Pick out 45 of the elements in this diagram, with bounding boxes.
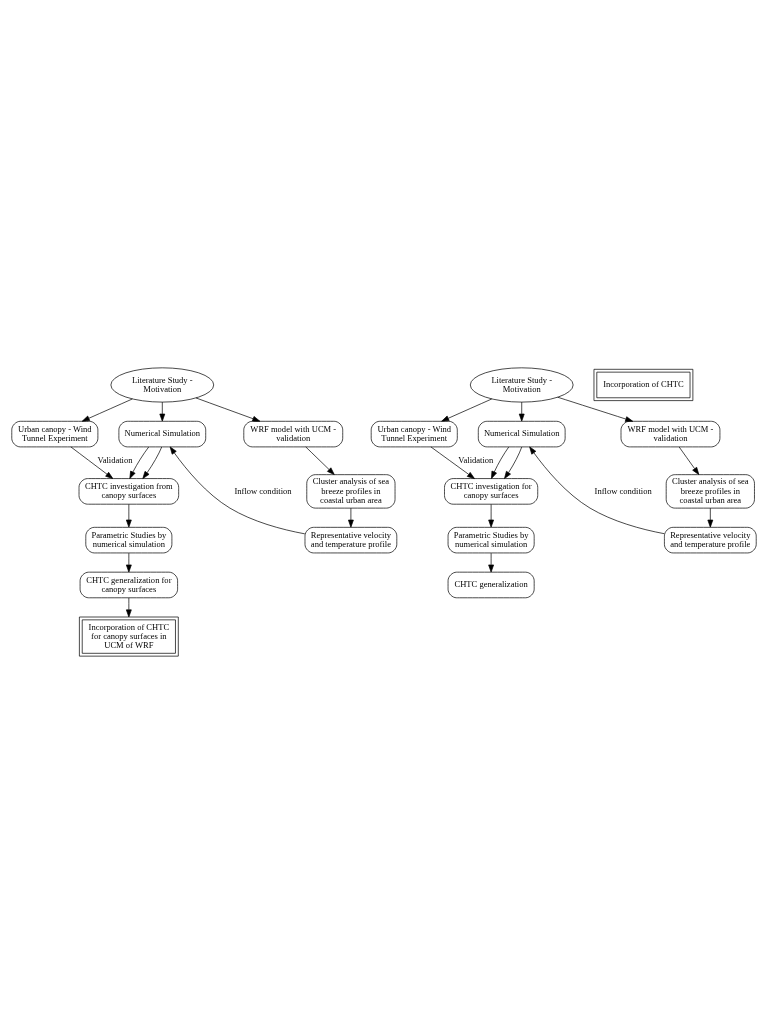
arrow — [491, 446, 510, 479]
arrow — [529, 446, 665, 535]
node-ellipse: Literature Study - Motivation — [110, 367, 215, 403]
arrow — [305, 446, 335, 475]
arrow — [348, 507, 354, 528]
node-box: Numerical Simulation — [477, 420, 566, 448]
arrow — [557, 396, 634, 422]
node-box: Parametric Studies by numerical simulation — [85, 526, 173, 554]
node-box: Parametric Studies by numerical simulation — [447, 526, 535, 554]
arrow — [70, 446, 114, 479]
node-box: CHTC investigation for canopy surfaces — [444, 478, 539, 505]
arrow — [126, 597, 132, 618]
arrow — [707, 507, 714, 528]
arrow — [159, 401, 166, 422]
node-box: Cluster analysis of sea breeze profiles in coastal urban area — [665, 474, 755, 509]
arrow — [169, 446, 306, 535]
node-box: Representative velocity and temperature profile — [664, 526, 757, 554]
edge-label: Inflow condition — [594, 485, 652, 496]
arrow — [129, 446, 150, 479]
node-box: Cluster analysis of sea breeze profiles in coastal urban area — [306, 474, 396, 509]
node-box: WRF model with UCM - validation — [243, 420, 344, 448]
node-box: Urban canopy - Wind Tunnel Experiment — [370, 420, 458, 448]
node-ellipse: Literature Study - Motivation — [469, 367, 574, 403]
node-box: Representative velocity and temperature profile — [304, 526, 398, 554]
node-box: CHTC generalization for canopy surfaces — [79, 571, 178, 599]
node-box: CHTC generalization — [447, 571, 535, 599]
node-box: Numerical Simulation — [118, 420, 207, 448]
edge-label: Inflow condition — [234, 485, 292, 496]
node-box: WRF model with UCM - validation — [620, 420, 721, 448]
arrow — [81, 398, 133, 422]
arrow — [142, 446, 163, 479]
arrow — [488, 552, 494, 573]
edge-label: Validation — [458, 454, 494, 465]
node-box: Urban canopy - Wind Tunnel Experiment — [11, 420, 99, 448]
arrow — [504, 446, 523, 479]
arrow — [518, 401, 525, 422]
arrow — [441, 398, 493, 422]
arrow — [126, 552, 132, 573]
arrow — [488, 503, 494, 528]
arrow — [430, 446, 475, 479]
edge-label: Validation — [97, 454, 133, 465]
arrow — [195, 397, 261, 422]
node-box: CHTC investigation from canopy surfaces — [78, 478, 180, 505]
arrow — [678, 446, 700, 475]
arrow — [126, 503, 132, 528]
